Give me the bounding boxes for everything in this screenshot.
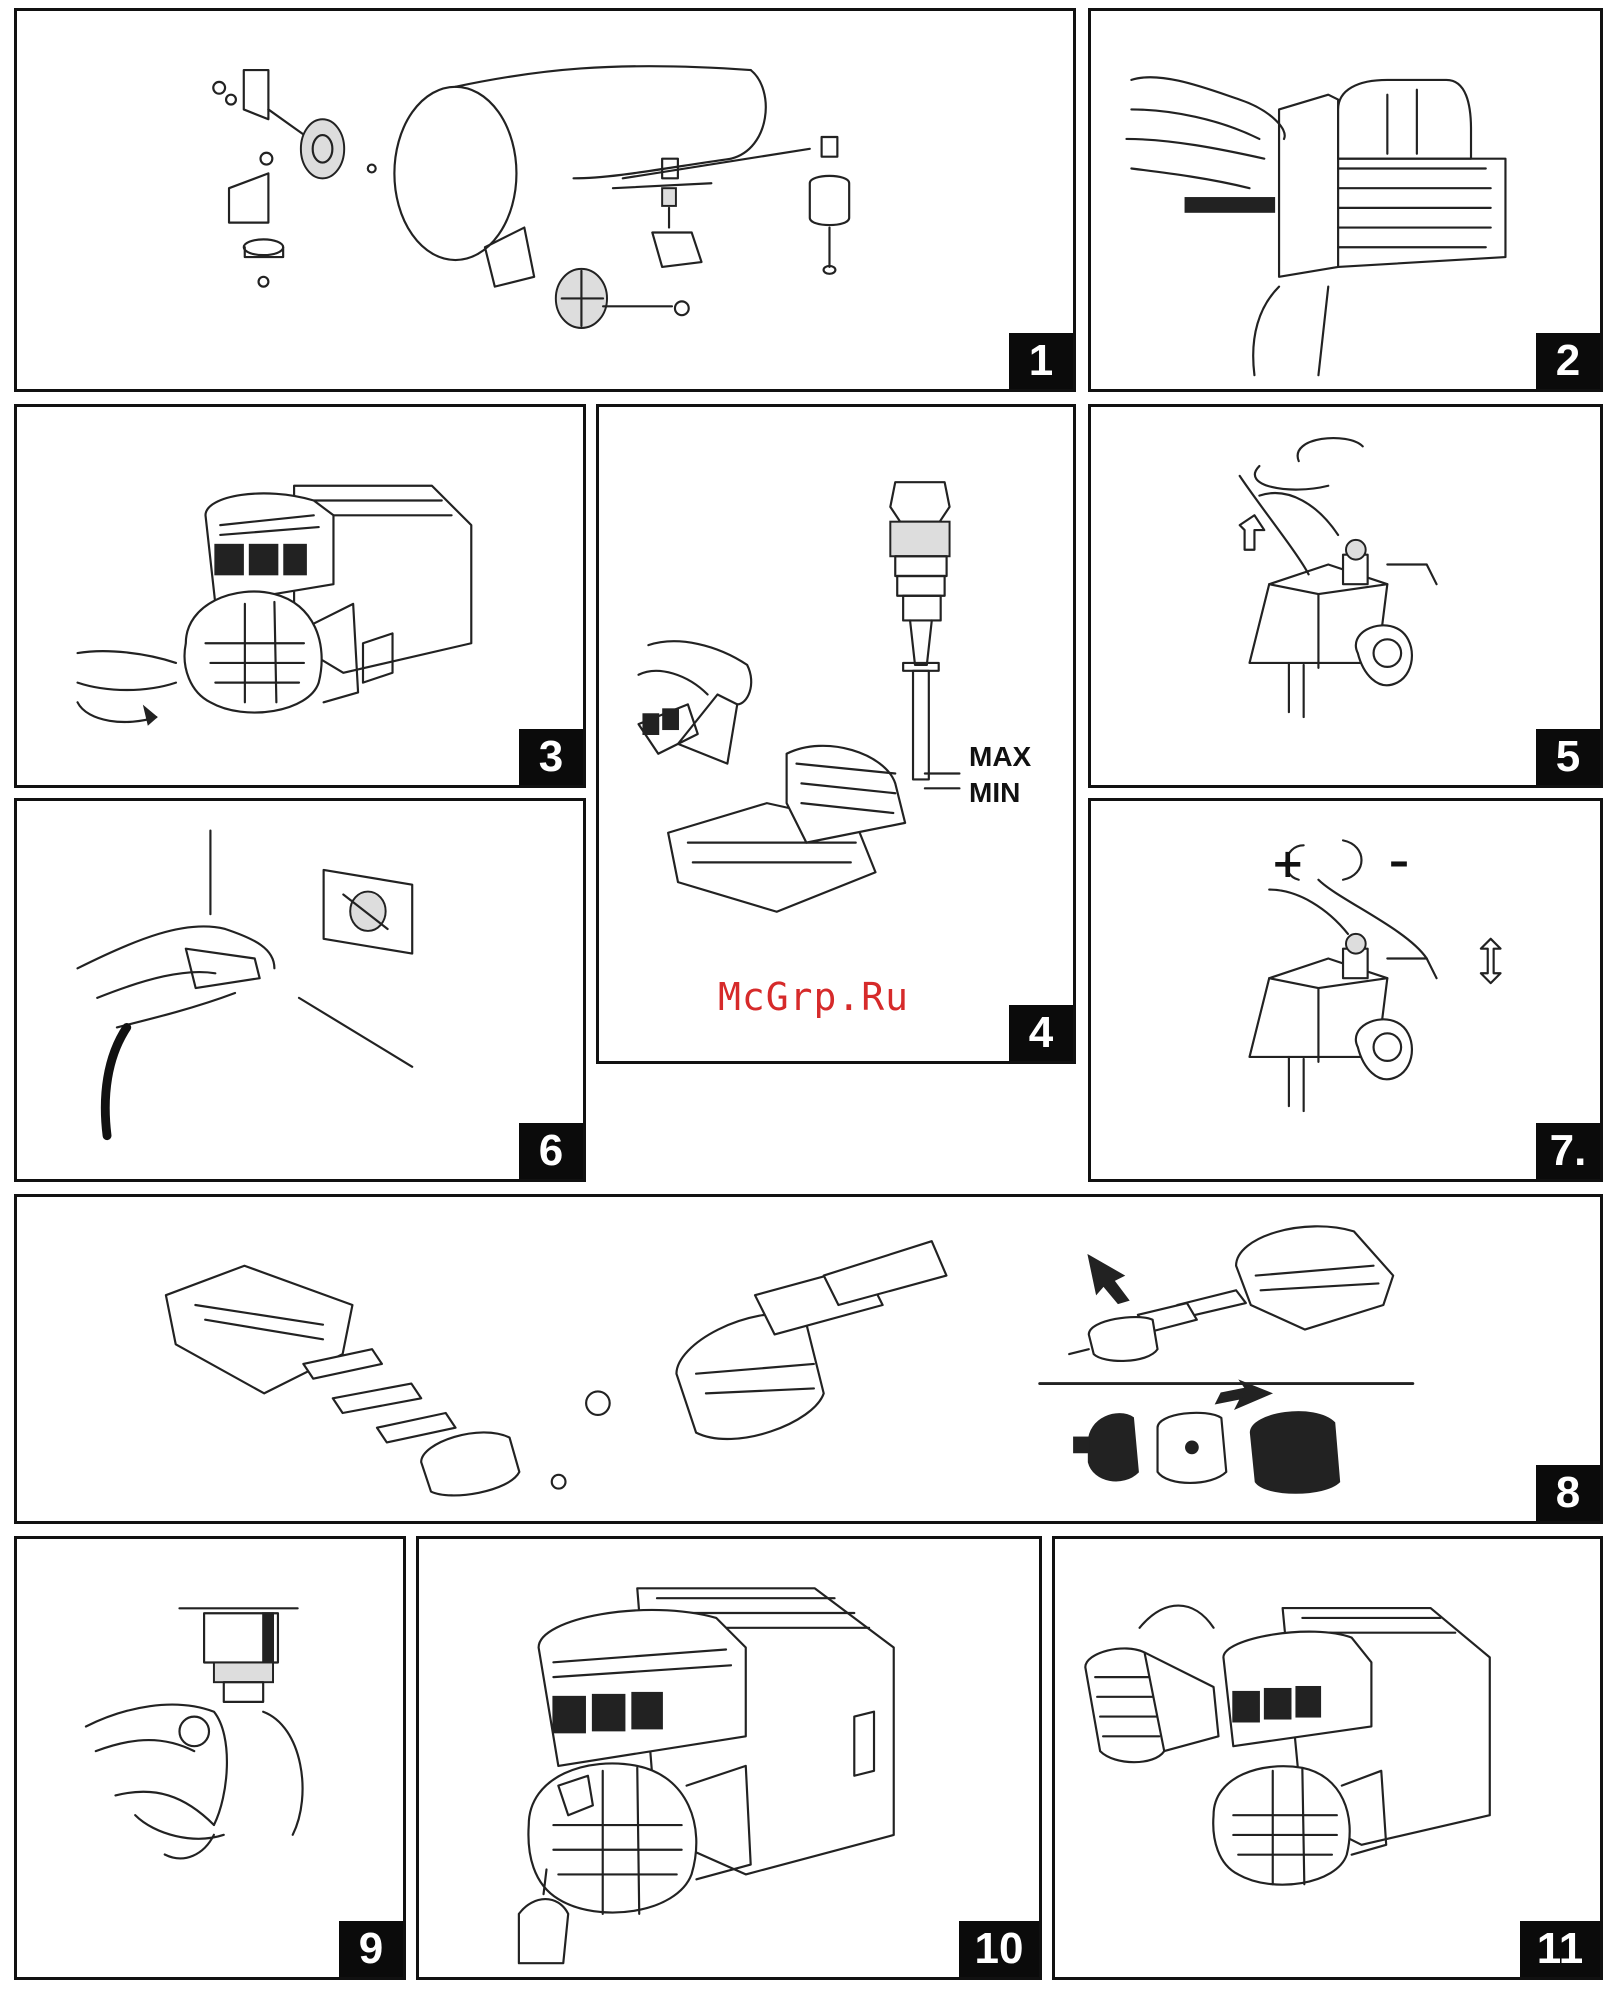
panel-10: 10 (416, 1536, 1042, 1980)
rotate-arrow-icon (78, 702, 157, 722)
panel-3: 3 (14, 404, 586, 788)
figure-number: 11 (1520, 1921, 1600, 1977)
compressor-filter-illustration (1055, 1539, 1600, 1977)
pressure-adjust-illustration (1091, 801, 1600, 1179)
panel-11: 11 (1052, 1536, 1603, 1980)
watermark-text: McGrp.Ru (718, 975, 909, 1019)
oil-level-illustration (599, 407, 1073, 1061)
figure-number: 5 (1536, 729, 1600, 785)
panel-8: 8 (14, 1194, 1603, 1524)
cylinder-head-illustration (1091, 11, 1600, 389)
drain-fitting-illustration (17, 1539, 403, 1977)
panel-6: 6 (14, 798, 586, 1182)
pointer-arrow-icon (1089, 1256, 1128, 1303)
figure-number: 7. (1536, 1123, 1600, 1179)
figure-number: 3 (519, 729, 583, 785)
figure-number: 4 (1009, 1005, 1073, 1061)
pressure-switch-illustration (1091, 407, 1600, 785)
panel-7: + – 7. (1088, 798, 1603, 1182)
plus-symbol: + (1271, 841, 1305, 887)
panel-1: 1 (14, 8, 1076, 392)
minus-symbol: – (1389, 839, 1409, 885)
figure-number: 1 (1009, 333, 1073, 389)
compressor-drain-illustration (419, 1539, 1039, 1977)
panel-9: 9 (14, 1536, 406, 1980)
figure-number: 8 (1536, 1465, 1600, 1521)
panel-5: 5 (1088, 404, 1603, 788)
panel-4: MAX MIN 4 (596, 404, 1076, 1064)
figure-number: 9 (339, 1921, 403, 1977)
wheel-assembly-illustration (17, 11, 1073, 389)
valve-and-filter-illustration (17, 1197, 1600, 1521)
hose-connection-illustration (17, 801, 583, 1179)
compressor-illustration (17, 407, 583, 785)
pointer-arrow-icon (1216, 1382, 1270, 1409)
figure-number: 6 (519, 1123, 583, 1179)
max-label: MAX (969, 741, 1031, 773)
min-label: MIN (969, 777, 1020, 809)
panel-2: 2 (1088, 8, 1603, 392)
figure-number: 2 (1536, 333, 1600, 389)
figure-number: 10 (959, 1921, 1039, 1977)
rotate-arrow-icon (1255, 438, 1363, 490)
